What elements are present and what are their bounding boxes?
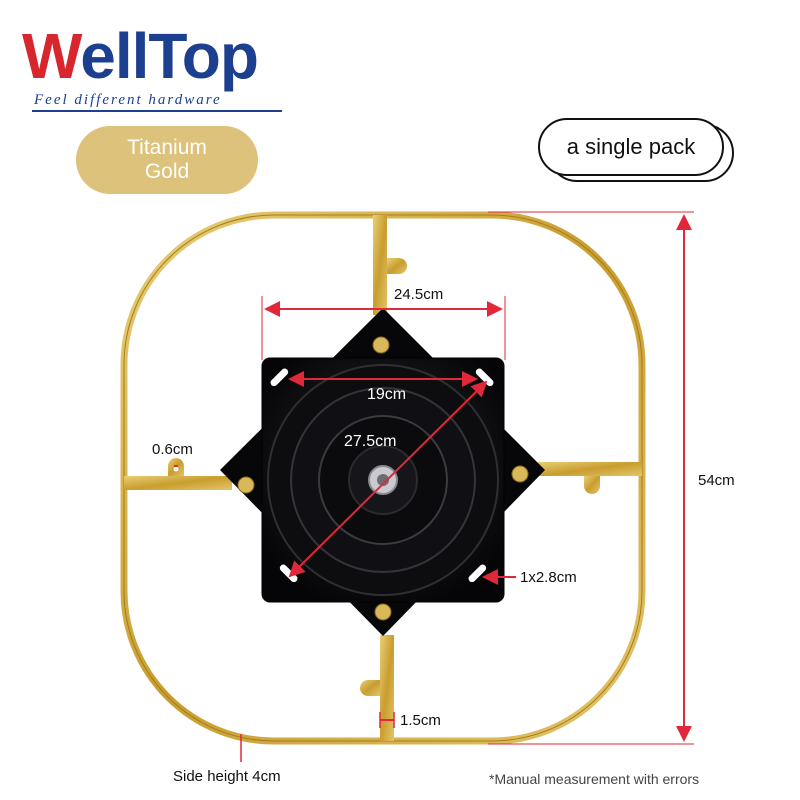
screw-bottom xyxy=(374,603,392,621)
brand-tagline: Feel different hardware xyxy=(34,92,222,108)
brand-underline xyxy=(32,110,282,112)
screws xyxy=(237,336,529,621)
label-thickness: 0.6cm xyxy=(152,441,193,458)
frame-strip-top xyxy=(373,215,387,315)
label-hole-spacing: 19cm xyxy=(367,386,407,403)
frame-tab-hole xyxy=(173,466,179,472)
label-plate-width: 24.5cm xyxy=(394,286,444,303)
measurement-note: *Manual measurement with errors xyxy=(489,771,700,787)
label-side-height: Side height 4cm xyxy=(173,768,281,785)
label-slot-size: 1x2.8cm xyxy=(520,569,577,586)
frame-tab-bottom xyxy=(360,680,380,696)
dimension-lines xyxy=(174,211,694,762)
screw-left xyxy=(237,476,255,494)
frame-tab-top xyxy=(387,258,407,274)
brand-logo: WellTop Feel different hardware xyxy=(22,20,312,112)
screw-right xyxy=(511,465,529,483)
frame-strip-right xyxy=(538,462,642,476)
brand-name: WellTop xyxy=(22,16,259,96)
label-diagonal: 27.5cm xyxy=(344,433,397,450)
dim-diagonal-line xyxy=(288,380,488,578)
brand-name-first: W xyxy=(22,20,81,92)
slot-top-left xyxy=(270,368,289,387)
color-badge-line1: Titanium xyxy=(127,136,207,159)
brand-name-rest: ellTop xyxy=(80,20,259,92)
frame-strip-bottom xyxy=(380,635,394,741)
label-height: 54cm xyxy=(698,472,735,489)
pack-badge: a single pack xyxy=(536,116,736,182)
slot-top-right xyxy=(475,368,494,387)
screw-top xyxy=(372,336,390,354)
label-strip-width: 1.5cm xyxy=(400,712,441,729)
frame-tab-right xyxy=(584,476,600,494)
frame-strip-left xyxy=(124,476,232,490)
color-badge: Titanium Gold xyxy=(76,126,258,194)
pack-badge-label: a single pack xyxy=(538,118,724,176)
color-badge-line2: Gold xyxy=(144,160,190,183)
